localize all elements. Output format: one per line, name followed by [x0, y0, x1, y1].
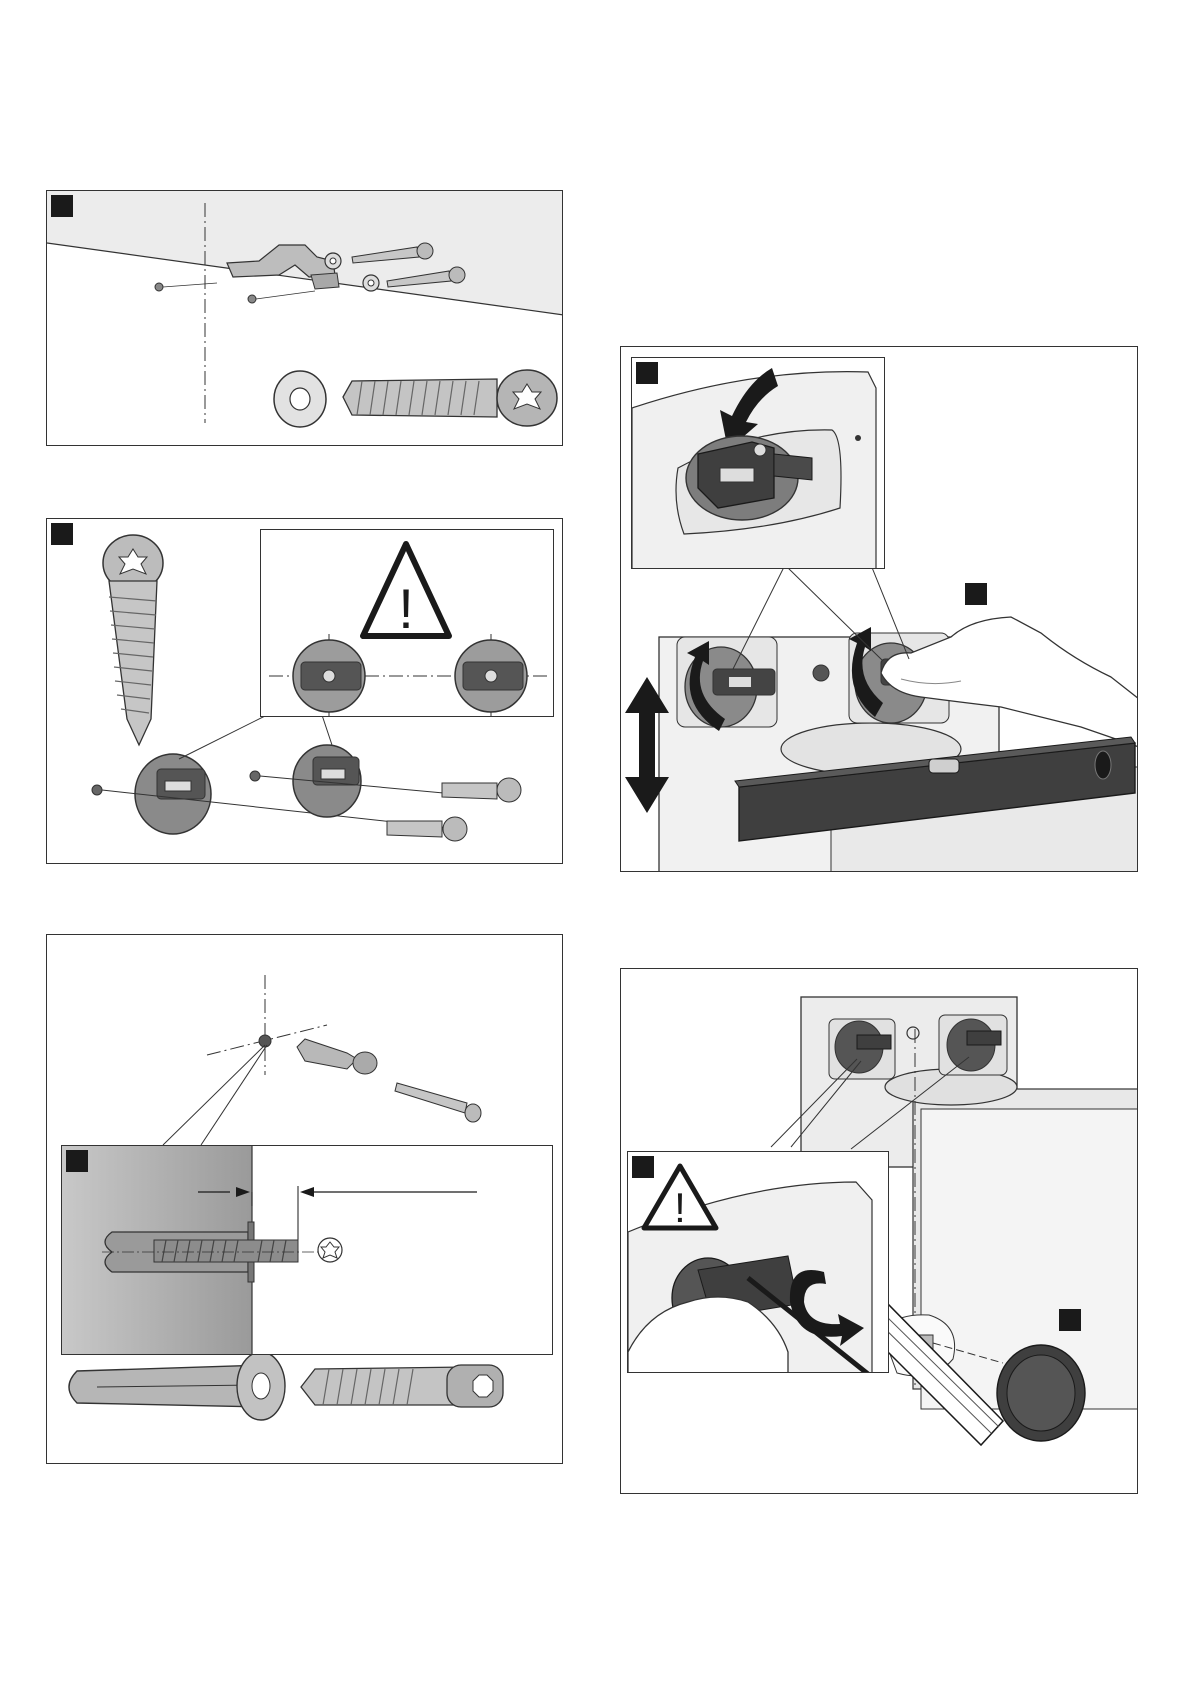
- bracket-mount: [829, 1019, 895, 1079]
- anchor-icon: [297, 1039, 377, 1074]
- warning-inset: !: [260, 529, 554, 717]
- wall-bracket-illustration: [47, 191, 563, 446]
- step-marker: [632, 1156, 654, 1178]
- panel-fixing-screws: !: [620, 968, 1138, 1494]
- panel-wall-anchor: [46, 934, 563, 1464]
- screwdriver-inset: !: [627, 1151, 889, 1373]
- anchor-detail: [69, 1352, 285, 1420]
- panel-level-adjust: [620, 346, 1138, 872]
- screw-icon: [387, 817, 467, 841]
- step-marker: [1059, 1309, 1081, 1331]
- warning-symbol: !: [398, 577, 414, 640]
- torx-icon: [318, 1238, 342, 1262]
- knob-icon: [997, 1345, 1085, 1441]
- washer-detail: [274, 371, 326, 427]
- panel-wall-bracket: [46, 190, 563, 446]
- bracket-mount: [293, 640, 365, 712]
- bracket-mount: [250, 745, 487, 817]
- screw-detail: [301, 1365, 503, 1407]
- step-marker: [965, 583, 987, 605]
- step-marker: [51, 523, 73, 545]
- bracket-mount: [455, 640, 527, 712]
- step-marker: [51, 195, 73, 217]
- panel-bracket-alignment: !: [46, 518, 563, 864]
- screw-icon: [442, 778, 521, 802]
- step-marker: [636, 362, 658, 384]
- screw-icon: [103, 535, 163, 745]
- bracket-detail-inset: [631, 357, 885, 569]
- screw-icon: [395, 1083, 481, 1122]
- depth-inset: [61, 1145, 553, 1355]
- step-marker: [66, 1150, 88, 1172]
- bracket-mount: [939, 1015, 1007, 1075]
- warning-symbol: !: [674, 1184, 686, 1231]
